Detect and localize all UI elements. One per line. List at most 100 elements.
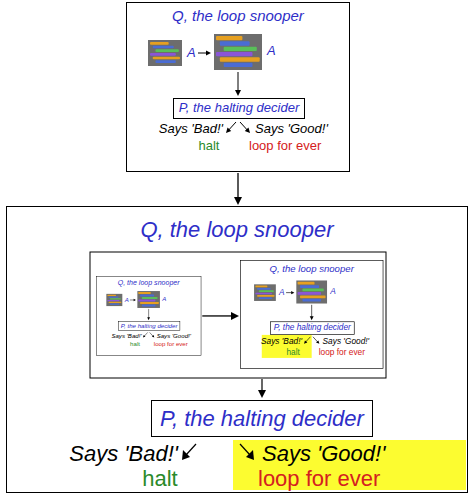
arrow-line	[238, 72, 239, 91]
arrow-line	[186, 444, 196, 455]
arrow-line	[229, 122, 236, 130]
arrow-line	[130, 299, 134, 300]
verdict-label: Says 'Good!'	[255, 122, 328, 137]
code-block	[220, 57, 260, 61]
arrow-head	[152, 335, 154, 338]
code-block	[110, 298, 121, 299]
code-screenshot	[214, 34, 262, 70]
code-block	[142, 297, 158, 299]
input-label: A	[125, 297, 129, 304]
arrow-line	[240, 122, 247, 130]
code-block	[150, 42, 169, 45]
arrow-line	[150, 332, 153, 336]
program-box: Q, the loop snooper Q, the loop snooperA A…	[6, 206, 468, 493]
code-block	[155, 60, 175, 63]
input-label: A	[187, 46, 196, 61]
decider-title: P, the halting decider	[179, 101, 299, 116]
arrow-head	[231, 312, 239, 320]
code-block	[298, 292, 321, 295]
arrow-line	[148, 309, 149, 318]
code-screenshot	[106, 294, 122, 306]
arrow-head	[316, 340, 319, 343]
arrow-head	[245, 128, 250, 133]
decider-box: P, the halting decider	[173, 98, 305, 119]
outcome-label: halt	[286, 348, 299, 358]
decider-title: P, the halting decider	[274, 323, 351, 333]
outcome-label: loop for ever	[154, 340, 188, 347]
outcome-label: loop for ever	[258, 466, 380, 491]
code-block	[300, 285, 319, 288]
verdict-label: Says 'Good!'	[262, 441, 385, 466]
arrow-line	[311, 305, 312, 317]
arrow-line	[306, 337, 311, 342]
code-block	[300, 295, 325, 298]
input-label: A	[279, 288, 285, 298]
program-box: Q, the loop snooperA A P, the halting deci…	[240, 260, 383, 369]
program-box: Q, the loop snooperA A P, the halting deci…	[96, 276, 201, 356]
code-block	[224, 63, 253, 67]
arrow-line	[144, 332, 147, 336]
input-label: A	[267, 44, 276, 59]
code-block	[107, 295, 116, 296]
code-block	[138, 300, 155, 302]
program-title: Q, the loop snooper	[96, 278, 200, 286]
arrow-head	[291, 291, 294, 294]
verdict-label: Says 'Bad!'	[69, 441, 178, 466]
verdict-label: Says 'Bad!'	[111, 332, 141, 339]
code-block	[140, 302, 159, 304]
code-block	[298, 282, 315, 285]
outcome-label: loop for ever	[249, 139, 321, 154]
arrow-head	[182, 450, 190, 460]
outcome-label: halt	[142, 466, 177, 491]
code-block	[216, 36, 242, 40]
code-block	[255, 286, 267, 288]
program-title: Q, the loop snooper	[7, 217, 467, 242]
program-box: Q, the loop snooperA A P, the halting deci…	[126, 2, 350, 172]
code-screenshot	[148, 40, 182, 66]
connector	[234, 173, 242, 205]
verdict-label: Says 'Good!'	[323, 337, 370, 347]
arrow-head	[234, 197, 242, 205]
verdict-label: Says 'Bad!'	[159, 122, 223, 137]
code-block	[107, 300, 119, 301]
arrow-line	[261, 379, 262, 391]
connector	[202, 312, 239, 320]
outcome-label: loop for ever	[319, 348, 365, 358]
code-block	[153, 46, 174, 49]
arrow-head	[226, 128, 231, 133]
code-block	[150, 53, 176, 56]
arrow-line	[286, 292, 292, 293]
arrow-head	[235, 90, 241, 96]
code-block	[155, 49, 178, 52]
decider-title: P, the halting decider	[121, 323, 178, 330]
code-block	[109, 302, 122, 303]
decider-box: P, the halting decider	[151, 400, 373, 437]
code-block	[220, 41, 250, 45]
decider-title: P, the halting decider	[160, 406, 364, 431]
connector-line	[202, 315, 232, 316]
code-block	[140, 294, 154, 296]
code-block	[257, 295, 274, 297]
decider-box: P, the halting decider	[270, 321, 355, 334]
inner-frame	[90, 252, 386, 378]
code-block	[110, 303, 120, 304]
arrow-head	[206, 51, 211, 56]
code-block	[109, 297, 119, 298]
arrow-head	[147, 317, 150, 320]
outcome-label: halt	[199, 139, 220, 154]
arrow-head	[134, 299, 136, 301]
highlight	[262, 335, 312, 358]
arrow-head	[258, 390, 266, 398]
code-block	[257, 288, 270, 290]
decider-box: P, the halting decider	[118, 321, 180, 331]
verdict-label: Says 'Good!'	[157, 332, 191, 339]
connector-line	[237, 173, 238, 199]
code-block	[259, 290, 274, 292]
program-title: Q, the loop snooper	[241, 263, 383, 274]
input-label: A	[162, 296, 166, 303]
arrow-head	[143, 335, 145, 338]
outcome-label: halt	[130, 340, 140, 347]
program-title: Q, the loop snooper	[127, 7, 349, 24]
input-label: A	[330, 287, 336, 297]
